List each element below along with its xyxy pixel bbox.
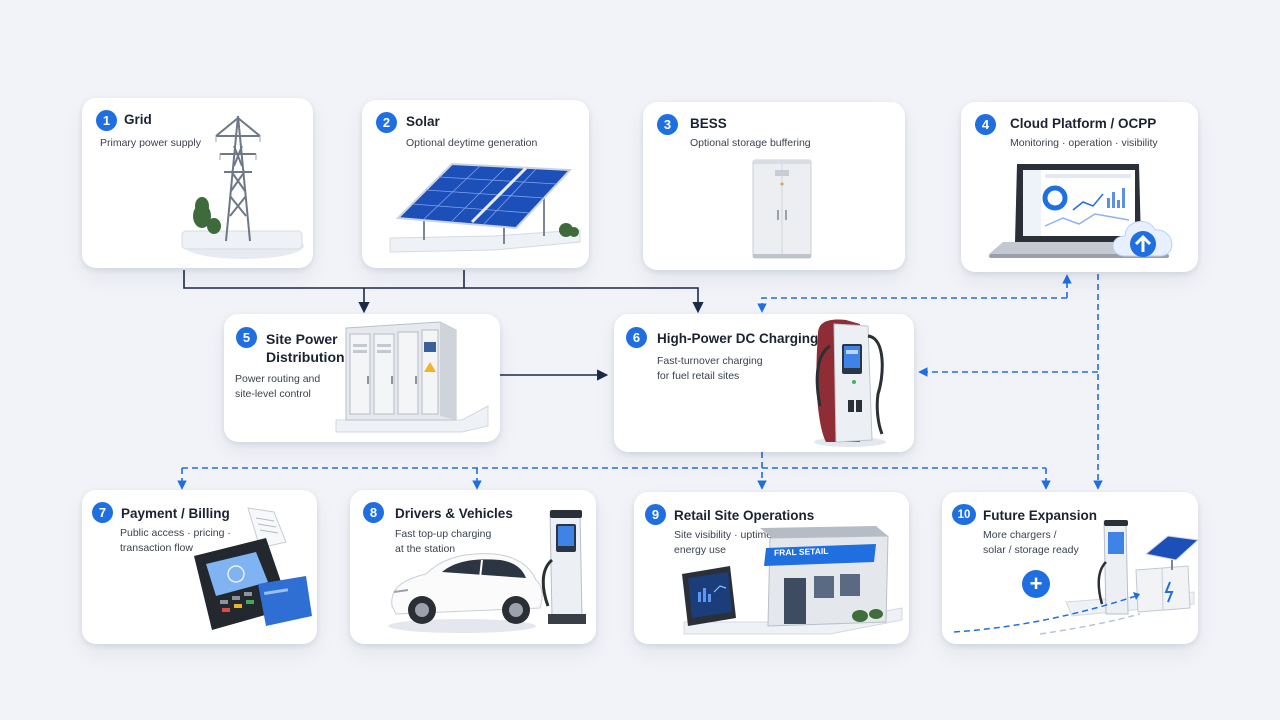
node-number-badge: 4	[975, 114, 996, 135]
node-description: Monitoring · operation · visibility	[1010, 137, 1158, 149]
node-description: More chargers / solar / storage ready	[983, 529, 1079, 556]
node-description: Power routing and site-level control	[235, 373, 321, 400]
node-description: Optional deytime generation	[406, 137, 538, 149]
node-payment-billing[interactable]: 7 Payment / Billing Public access · pric…	[82, 490, 317, 644]
node-solar[interactable]: 2 Solar Optional deytime generation	[362, 100, 589, 268]
node-number-badge: 6	[626, 327, 647, 348]
node-title: Cloud Platform / OCPP	[1010, 116, 1157, 131]
node-bess[interactable]: 3 BESS Optional storage buffering	[643, 102, 905, 270]
node-title: Solar	[406, 114, 440, 129]
node-description: Primary power supply	[100, 137, 201, 149]
node-description: Site visibility · uptime · energy use	[674, 529, 779, 556]
node-description: Fast-turnover charging for fuel retail s…	[657, 355, 763, 382]
node-number-badge: 3	[657, 114, 678, 135]
node-future-expansion[interactable]: 10 Future Expansion More chargers / sola…	[942, 492, 1200, 644]
node-drivers-vehicles[interactable]: 8 Drivers & Vehicles Fast top-up chargin…	[350, 490, 596, 644]
node-cloud-platform[interactable]: 4 Cloud Platform / OCPP Monitoring · ope…	[961, 102, 1198, 272]
node-dc-charging[interactable]: 6 High-Power DC Charging Fast-turnover c…	[614, 314, 914, 452]
laptop-cloud-icon	[989, 164, 1173, 258]
node-title: High-Power DC Charging	[657, 331, 819, 346]
node-site-power-distribution[interactable]: 5 Site Power Distribution Power routing …	[224, 314, 500, 442]
node-number-badge: 9	[645, 504, 666, 525]
solar-panel-icon	[389, 162, 581, 253]
node-title: Site Power Distribution	[266, 331, 345, 365]
transmission-tower-icon	[181, 115, 304, 259]
node-description: Optional storage buffering	[690, 137, 811, 149]
store-sign-text: FRAL SETAIL	[774, 546, 828, 558]
node-title: Retail Site Operations	[674, 508, 815, 523]
charger-solar-storage-icon	[953, 520, 1200, 635]
node-title: Drivers & Vehicles	[395, 506, 513, 521]
node-retail-site-operations[interactable]: 9 Retail Site Operations Site visibility…	[634, 492, 909, 644]
data-flow-lines	[177, 274, 1103, 490]
node-title: BESS	[690, 116, 727, 131]
node-number-badge: 1	[96, 110, 117, 131]
ev-car-icon	[388, 510, 586, 633]
node-title: Future Expansion	[983, 508, 1098, 523]
retail-store-icon: FRAL SETAIL	[682, 526, 903, 635]
node-number-badge: 7	[92, 502, 113, 523]
power-flow-lines	[183, 270, 704, 381]
node-number-badge: 2	[376, 112, 397, 133]
dc-charger-icon	[814, 319, 886, 447]
node-number-badge: 5	[236, 327, 257, 348]
node-description: Fast top-up charging at the station	[395, 528, 492, 555]
switchgear-cabinet-icon	[335, 321, 489, 433]
node-grid[interactable]: 1 Grid Primary power supply	[82, 98, 313, 268]
node-number-badge: 8	[363, 502, 384, 523]
expansion-plus-icon: +	[1022, 570, 1050, 598]
payment-terminal-icon	[194, 507, 312, 630]
battery-cabinet-icon	[752, 159, 812, 259]
node-number-badge: 10	[952, 504, 976, 525]
node-description: Public access · pricing · transaction fl…	[120, 527, 231, 554]
node-title: Payment / Billing	[121, 506, 230, 521]
node-title: Grid	[124, 112, 152, 127]
